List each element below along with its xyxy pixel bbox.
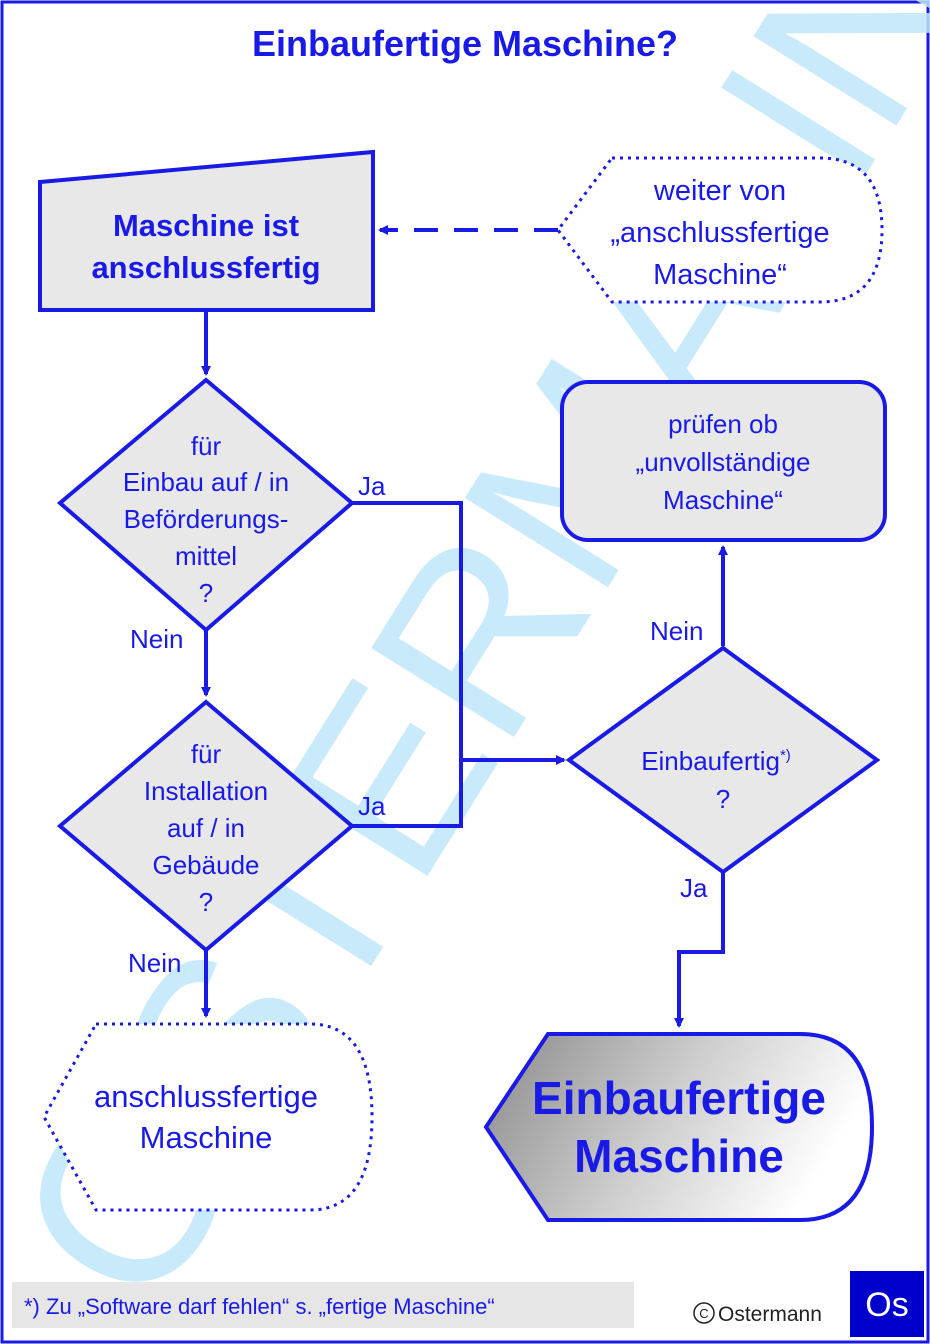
copyright-text: Ostermann	[718, 1303, 822, 1326]
connector-building-yes	[352, 760, 463, 828]
start-line-2: anschlussfertig	[91, 250, 320, 285]
node-continue-from: weiter von „anschlussfertige Maschine“	[556, 156, 884, 304]
continue-line-1: weiter von	[653, 175, 786, 207]
building-line-5: ?	[199, 887, 213, 917]
copyright-symbol: C	[699, 1306, 708, 1321]
end-connection-line-2: Maschine	[140, 1120, 273, 1155]
end-connection-line-1: anschlussfertige	[94, 1079, 318, 1114]
transport-line-2: Einbau auf / in	[123, 467, 289, 497]
check-line-1: prüfen ob	[668, 409, 778, 439]
building-line-4: Gebäude	[153, 850, 260, 880]
end-ready-line-2: Maschine	[574, 1130, 784, 1182]
ready-line-2: ?	[716, 784, 730, 814]
end-ready-line-1: Einbaufertige	[532, 1072, 826, 1124]
ready-label: Einbaufertig	[641, 746, 780, 776]
node-check-incomplete: prüfen ob „unvollständige Maschine“	[560, 380, 887, 542]
node-end-connection: anschlussfertige Maschine	[42, 1022, 374, 1212]
copyright-icon	[693, 1302, 715, 1324]
transport-line-3: Beförderungs-	[124, 504, 289, 534]
connector-ready-yes	[674, 872, 725, 1028]
node-end-ready: Einbaufertige Maschine	[483, 1032, 875, 1222]
label-ready-no: Nein	[650, 616, 703, 646]
check-line-2: „unvollständige	[636, 447, 811, 477]
connector-transport-yes	[352, 501, 463, 760]
transport-line-4: mittel	[175, 541, 237, 571]
ready-line-1: Einbaufertig*)	[641, 746, 791, 776]
building-line-3: auf / in	[167, 813, 245, 843]
continue-line-3: Maschine“	[653, 259, 787, 291]
ready-footnote-mark: *)	[780, 747, 791, 764]
transport-line-1: für	[191, 431, 222, 461]
copyright: C Ostermann	[693, 1302, 822, 1326]
building-line-2: Installation	[144, 776, 268, 806]
label-transport-yes: Ja	[358, 471, 386, 501]
transport-line-5: ?	[199, 578, 213, 608]
label-ready-yes: Ja	[680, 873, 708, 903]
check-line-3: Maschine“	[663, 485, 783, 515]
footnote: *) Zu „Software darf fehlen“ s. „fertige…	[12, 1282, 634, 1328]
logo: Os	[850, 1271, 924, 1337]
logo-text: Os	[865, 1286, 908, 1324]
connectors	[201, 225, 728, 1028]
continue-line-2: „anschlussfertige	[610, 217, 829, 249]
label-transport-no: Nein	[130, 624, 183, 654]
start-line-1: Maschine ist	[113, 208, 299, 243]
page-title: Einbaufertige Maschine?	[252, 23, 678, 64]
label-building-no: Nein	[128, 948, 181, 978]
decision-transport: für Einbau auf / in Beförderungs- mittel…	[56, 377, 356, 633]
decision-building: für Installation auf / in Gebäude ?	[56, 699, 356, 953]
footnote-text: *) Zu „Software darf fehlen“ s. „fertige…	[24, 1294, 495, 1319]
edge-labels: Ja Nein Ja Nein Nein Ja	[128, 471, 708, 978]
decision-ready: Einbaufertig*) ?	[565, 645, 881, 875]
label-building-yes: Ja	[358, 791, 386, 821]
building-line-1: für	[191, 739, 222, 769]
node-start: Maschine ist anschlussfertig	[38, 149, 375, 312]
